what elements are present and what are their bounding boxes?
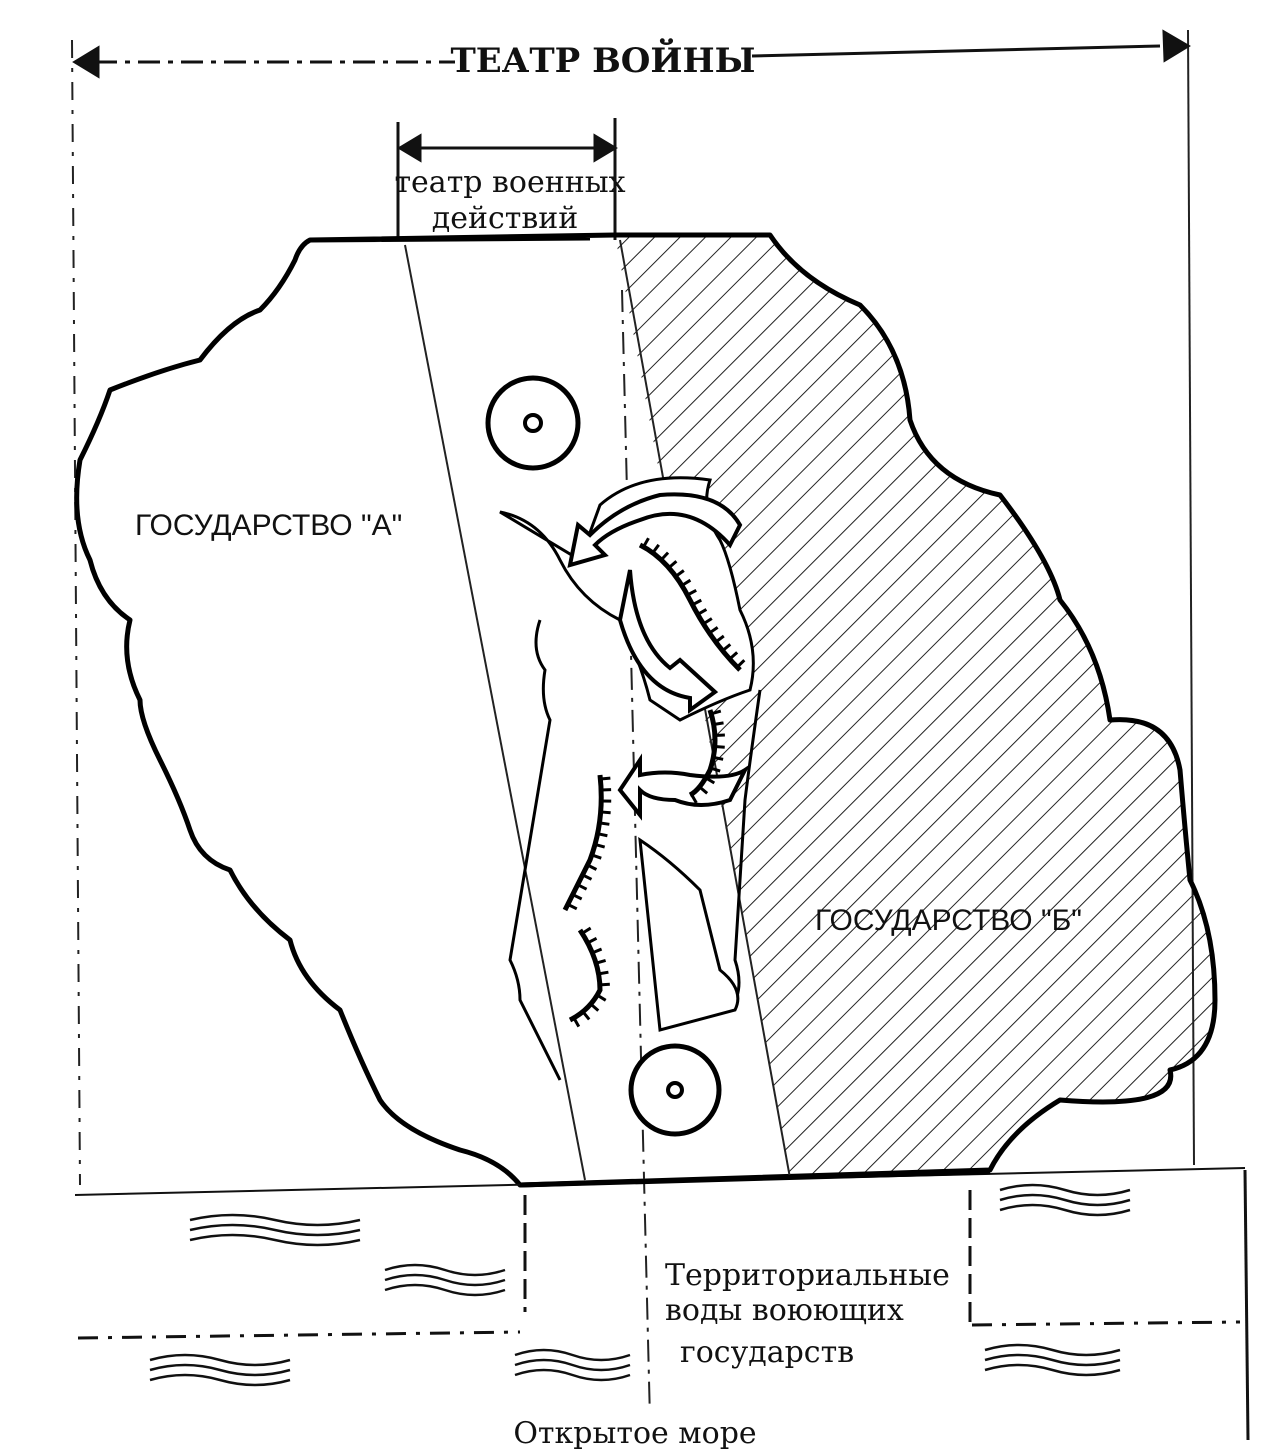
- wave-symbol: [385, 1275, 505, 1285]
- operations-theater-label-line2: действий: [432, 201, 579, 236]
- operations-theater-label-line1: театр военных: [394, 165, 625, 200]
- city-south: [631, 1046, 719, 1134]
- wave-symbol: [385, 1265, 505, 1275]
- defense-tooth: [598, 834, 608, 836]
- territorial-waters-label-line3: государств: [680, 1335, 854, 1370]
- territorial-waters-label-line1: Территориальные: [665, 1258, 950, 1293]
- southern-wedge: [640, 840, 738, 1030]
- defense-tooth: [573, 895, 582, 899]
- wave-symbol: [150, 1375, 290, 1385]
- wave-symbol: [190, 1215, 360, 1225]
- defense-line-3: [565, 775, 601, 910]
- defense-tooth: [578, 885, 587, 889]
- state-a-label: ГОСУДАРСТВО "А": [135, 509, 402, 542]
- wave-symbol: [150, 1365, 290, 1375]
- wave-symbol: [515, 1350, 630, 1360]
- wave-symbol: [385, 1285, 505, 1295]
- wave-symbol: [1000, 1205, 1130, 1215]
- defense-tooth: [599, 823, 609, 824]
- defense-tooth: [713, 757, 723, 759]
- defense-tooth: [591, 1004, 599, 1011]
- wave-symbol: [190, 1225, 360, 1235]
- territorial-waters-label-line2: воды воюющих: [665, 1293, 904, 1328]
- defense-tooth: [583, 1012, 589, 1020]
- state-b-label: ГОСУДАРСТВО "Б": [815, 904, 1082, 937]
- defense-tooth: [588, 938, 597, 943]
- defense-tooth: [600, 778, 610, 779]
- wave-symbol: [985, 1355, 1120, 1365]
- wave-symbol: [985, 1345, 1120, 1355]
- wave-symbol: [515, 1360, 630, 1370]
- wave-symbol: [1000, 1185, 1130, 1195]
- defense-tooth: [583, 875, 592, 879]
- defense-tooth: [600, 984, 610, 985]
- defense-tooth: [568, 904, 577, 908]
- defense-tooth: [592, 949, 601, 953]
- wave-symbol: [515, 1370, 630, 1380]
- wave-symbol: [1000, 1195, 1130, 1205]
- defense-tooth: [601, 812, 611, 813]
- defense-tooth: [587, 865, 596, 869]
- defense-tooth: [599, 972, 609, 974]
- city-north: [488, 378, 578, 468]
- defense-tooth: [715, 746, 725, 747]
- war-theater-title: ТЕАТР ВОЙНЫ: [450, 38, 755, 81]
- wave-symbol: [985, 1365, 1120, 1375]
- coastline-thick: [520, 1172, 990, 1185]
- sea-waves: [150, 1185, 1130, 1385]
- wave-symbol: [150, 1355, 290, 1365]
- wave-symbol: [190, 1235, 360, 1245]
- defense-tooth: [714, 723, 724, 725]
- open-sea-label: Открытое море: [513, 1416, 756, 1450]
